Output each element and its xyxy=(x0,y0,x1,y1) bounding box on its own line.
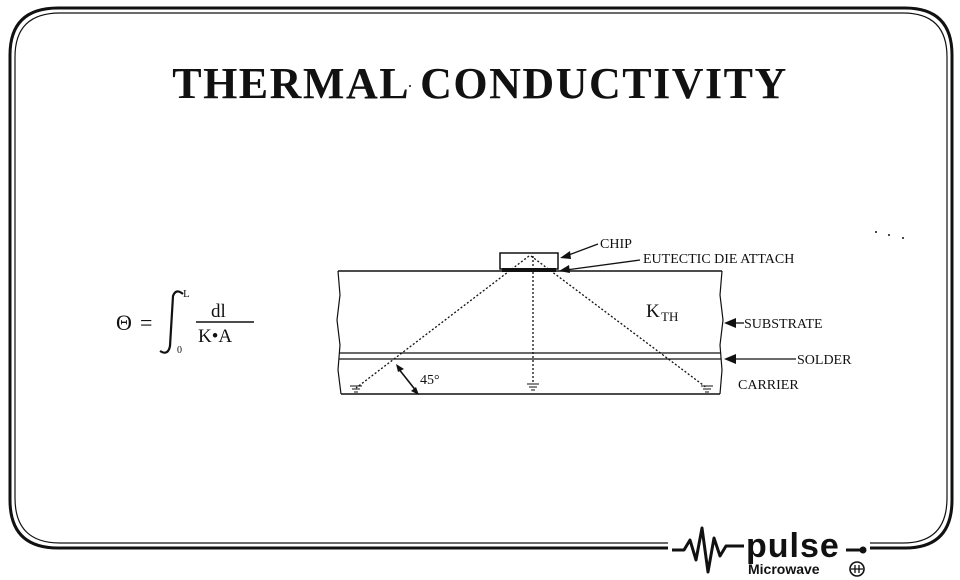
upper-limit: L xyxy=(183,288,190,300)
chip-leader-line xyxy=(565,243,599,257)
theta-symbol: Θ xyxy=(116,310,132,335)
chip-arrow-icon xyxy=(560,251,571,259)
right-break-edge xyxy=(719,270,724,395)
angle-label: 45° xyxy=(420,373,440,388)
k-symbol: K xyxy=(646,301,660,322)
left-break-edge xyxy=(336,270,342,395)
solder-label: SOLDER xyxy=(797,353,852,368)
die-attach-label: EUTECTIC DIE ATTACH xyxy=(643,252,794,267)
heat-path-left xyxy=(355,255,530,389)
lower-limit: 0 xyxy=(177,345,182,356)
die-attach-arrow-icon xyxy=(559,265,570,273)
angle-arrow-line xyxy=(397,367,418,393)
equals-sign: = xyxy=(140,310,152,335)
integral-icon xyxy=(159,290,184,354)
solder-arrow-icon xyxy=(724,354,736,364)
angle-arrow-head-bottom xyxy=(411,387,419,395)
chip-label: CHIP xyxy=(600,237,632,252)
logo-tail-dot xyxy=(859,546,867,554)
logo-word: pulse xyxy=(746,527,840,565)
logo-sub: Microwave xyxy=(748,561,820,577)
substrate-arrow-icon xyxy=(724,318,736,328)
fraction-denominator: K•A xyxy=(198,326,232,347)
k-subscript: TH xyxy=(661,309,678,324)
ground-marks xyxy=(350,383,713,393)
fraction-numerator: dl xyxy=(211,301,226,322)
angle-arrow-head-top xyxy=(396,364,404,372)
page-title: THERMAL CONDUCTIVITY xyxy=(172,59,788,108)
heat-path-right xyxy=(530,255,708,389)
logo-emblem-mark xyxy=(851,565,863,573)
decorative-specks xyxy=(409,85,904,239)
logo-emblem-icon xyxy=(849,561,865,577)
die-attach-layer xyxy=(502,268,556,272)
substrate-label: SUBSTRATE xyxy=(744,317,823,332)
pulse-waveform-icon xyxy=(672,526,744,574)
carrier-label: CARRIER xyxy=(738,378,799,393)
die-attach-leader-line xyxy=(565,259,641,271)
